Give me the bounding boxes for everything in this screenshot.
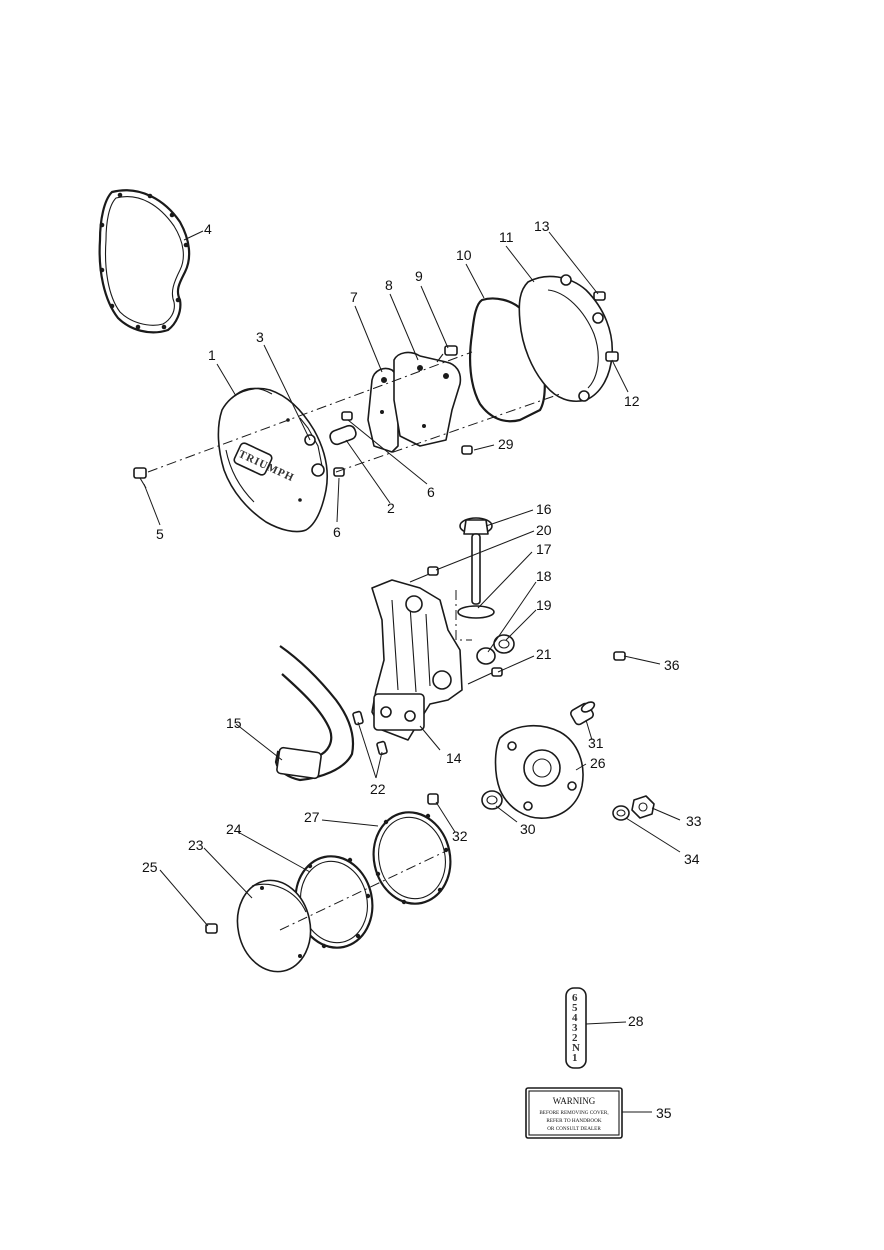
callout-35: 35 — [656, 1105, 672, 1121]
pin-part-6a — [341, 411, 353, 421]
callout-32: 32 — [452, 828, 468, 844]
callout-29: 29 — [498, 436, 514, 452]
callout-28: 28 — [628, 1013, 644, 1029]
gasket-part-4 — [98, 189, 191, 334]
pin-part-32 — [427, 793, 439, 805]
callout-11: 11 — [499, 229, 514, 245]
callout-36: 36 — [664, 657, 680, 673]
callout-16: 16 — [536, 501, 552, 517]
callout-33: 33 — [686, 813, 702, 829]
gear-indicator-5: 5 — [572, 1002, 579, 1014]
warning-label-part-35: WARNING BEFORE REMOVING COVER, REFER TO … — [525, 1087, 623, 1139]
gasket-part-27 — [372, 811, 452, 905]
assembly-lines — [147, 351, 561, 931]
gear-indicator-1: 1 — [572, 1052, 579, 1064]
callout-21: 21 — [536, 646, 552, 662]
plug-part-33 — [631, 795, 655, 819]
callout-10: 10 — [456, 247, 472, 263]
callout-22: 22 — [370, 781, 386, 797]
callout-34: 34 — [684, 851, 700, 867]
gear-indicator-6: 6 — [572, 992, 579, 1004]
pin-part-6b — [333, 467, 345, 477]
callout-5: 5 — [156, 526, 164, 542]
gear-indicator-2: 2 — [572, 1032, 579, 1044]
callout-13: 13 — [534, 218, 550, 234]
callout-27: 27 — [304, 809, 320, 825]
gear-indicator-n: N — [572, 1042, 581, 1054]
seal-part-18 — [476, 647, 496, 665]
plate-part-7 — [367, 367, 399, 453]
cover-part-1: TRIUMPH — [217, 387, 329, 533]
leader-lines — [143, 230, 681, 1113]
plate-part-8 — [393, 351, 462, 447]
callout-12: 12 — [624, 393, 640, 409]
callout-8: 8 — [385, 277, 393, 293]
screw-part-25 — [205, 923, 218, 934]
screw-part-29 — [461, 445, 473, 455]
callout-15: 15 — [226, 715, 242, 731]
callout-6b: 6 — [333, 524, 341, 540]
dowels-part-22 — [352, 710, 388, 756]
screw-part-13 — [593, 291, 606, 301]
bolt-part-21 — [467, 667, 503, 685]
callout-labels: 1 2 3 4 5 6 6 7 8 9 10 11 12 13 14 15 16… — [142, 218, 702, 1121]
callout-14: 14 — [446, 750, 462, 766]
filler-cap-part-16 — [457, 517, 495, 619]
callout-26: 26 — [590, 755, 606, 771]
callout-20: 20 — [536, 522, 552, 538]
bolt-part-20 — [409, 566, 439, 583]
callout-25: 25 — [142, 859, 158, 875]
callout-1: 1 — [208, 347, 216, 363]
pickup-cover-part-11 — [518, 274, 614, 402]
dowel-part-2 — [329, 424, 357, 446]
warning-title: WARNING — [553, 1096, 596, 1106]
callout-31: 31 — [588, 735, 604, 751]
callout-30: 30 — [520, 821, 536, 837]
gear-indicator-part-28: 6 5 4 3 2 N 1 — [565, 987, 587, 1069]
gear-indicator-4: 4 — [572, 1012, 579, 1024]
callout-19: 19 — [536, 597, 552, 613]
screw-part-36 — [613, 651, 626, 661]
callout-24: 24 — [226, 821, 242, 837]
housing-part-14 — [371, 579, 463, 741]
callout-7: 7 — [350, 289, 358, 305]
pump-body-part-26 — [494, 724, 584, 819]
callout-17: 17 — [536, 541, 552, 557]
screw-part-12 — [605, 351, 619, 362]
warning-line-3: OR CONSULT DEALER — [547, 1126, 601, 1132]
screw-part-9 — [436, 345, 458, 363]
fitting-part-31 — [570, 701, 596, 726]
callout-2: 2 — [387, 500, 395, 516]
warning-line-1: BEFORE REMOVING COVER, — [539, 1110, 608, 1116]
gear-indicator-3: 3 — [572, 1022, 579, 1034]
cover-part-23 — [236, 879, 312, 973]
bearing-part-19 — [493, 634, 515, 654]
callout-3: 3 — [256, 329, 264, 345]
callout-18: 18 — [536, 568, 552, 584]
gasket-part-15 — [274, 645, 355, 782]
warning-line-2: REFER TO HANDBOOK — [546, 1118, 601, 1124]
callout-6a: 6 — [427, 484, 435, 500]
washer-part-34 — [612, 805, 630, 821]
washer-part-30 — [481, 790, 503, 810]
callout-9: 9 — [415, 268, 423, 284]
callout-23: 23 — [188, 837, 204, 853]
callout-4: 4 — [204, 221, 212, 237]
